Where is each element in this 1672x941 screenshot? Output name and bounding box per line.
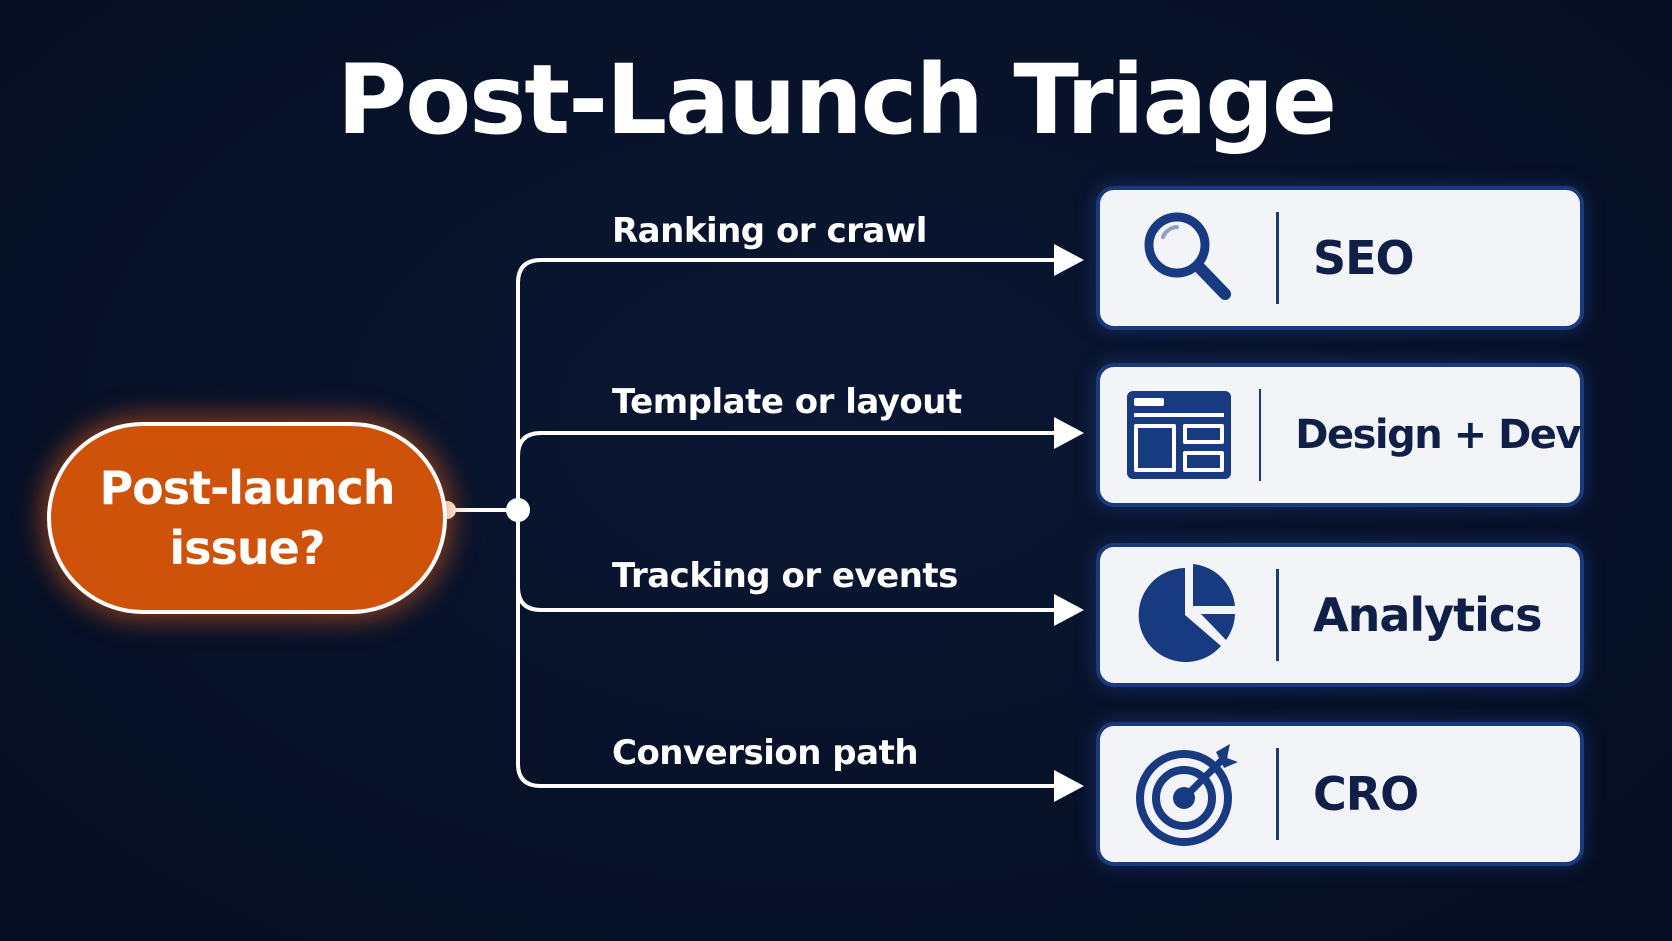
- arrowhead-design: [1054, 417, 1084, 449]
- branch-arrow-design: [516, 431, 1074, 457]
- magnifier-icon: [1144, 212, 1231, 300]
- branch-label-ranking: Ranking or crawl: [612, 211, 927, 251]
- arrowhead-seo: [1054, 244, 1084, 276]
- owner-label-analytics: Analytics: [1313, 588, 1543, 642]
- pie-chart-icon: [1138, 564, 1235, 662]
- arrowhead-cro: [1054, 770, 1084, 802]
- owner-label-design-dev: Design + Dev: [1295, 412, 1581, 458]
- layout-icon: [1127, 391, 1232, 479]
- owner-card-analytics: Analytics: [1096, 543, 1584, 687]
- branch-arrow-cro: [516, 763, 1074, 788]
- card-divider: [1276, 569, 1279, 661]
- card-divider: [1276, 212, 1279, 304]
- owner-card-seo: SEO: [1096, 186, 1584, 330]
- branch-label-tracking: Tracking or events: [612, 556, 958, 596]
- owner-card-cro: CRO: [1096, 722, 1584, 866]
- branch-label-conversion: Conversion path: [612, 733, 919, 773]
- decision-node: Post-launch issue?: [47, 422, 447, 614]
- owner-label-seo: SEO: [1313, 231, 1415, 285]
- owner-card-design-dev: Design + Dev: [1096, 363, 1584, 507]
- branch-arrow-analytics: [516, 586, 1074, 612]
- arrowhead-analytics: [1054, 594, 1084, 626]
- decision-label: Post-launch issue?: [99, 461, 395, 575]
- branch-label-template: Template or layout: [612, 382, 962, 422]
- card-divider: [1276, 748, 1279, 840]
- target-icon: [1136, 744, 1238, 846]
- page-title: Post-Launch Triage: [336, 44, 1337, 156]
- owner-label-cro: CRO: [1313, 767, 1419, 821]
- branch-arrow-seo: [516, 258, 1074, 284]
- card-divider: [1258, 389, 1262, 481]
